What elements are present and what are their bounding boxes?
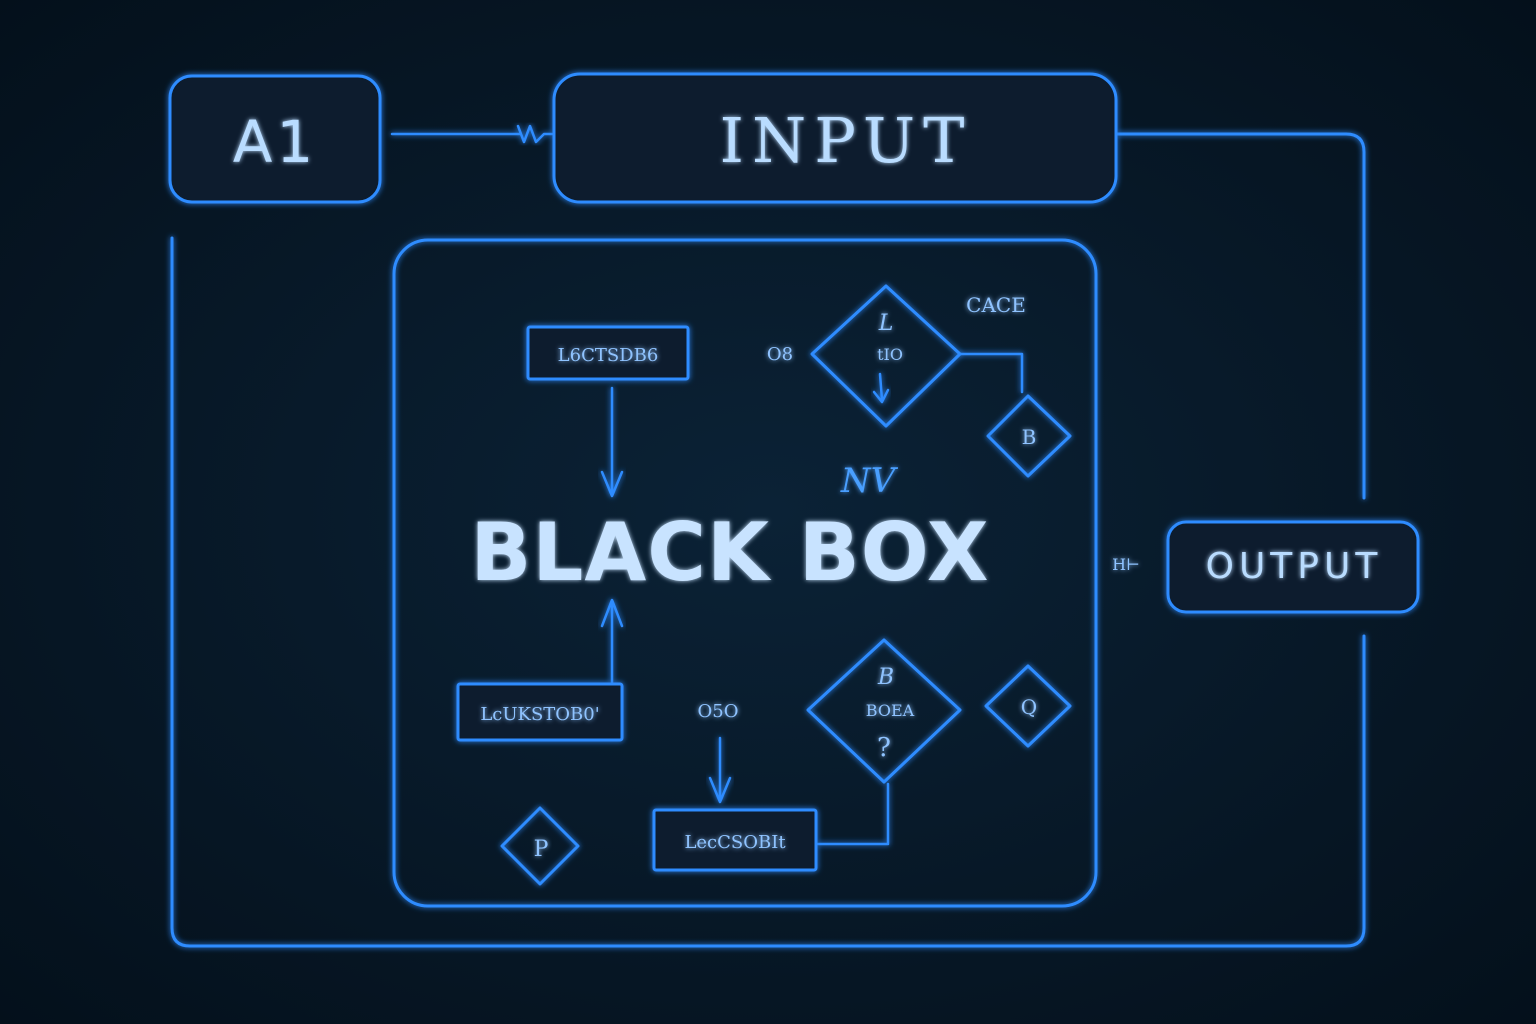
input-node: INPUT xyxy=(552,72,1118,204)
small-diamond-right-top-label: B xyxy=(1022,425,1037,449)
bottom-diamond-down-line xyxy=(816,782,890,846)
inner-bottom-box: LecCSOBIt xyxy=(652,808,818,872)
ai-node: A1 xyxy=(168,74,382,204)
small-diamond-left-bottom: P xyxy=(500,806,580,886)
outer-loop-line xyxy=(170,236,1366,948)
mid-connector-label: O5O xyxy=(698,701,739,722)
small-diamond-right-bottom-label: Q xyxy=(1021,695,1037,719)
small-diamond-right-top: B xyxy=(986,394,1072,478)
inner-bottom-box-label: LecCSOBIt xyxy=(684,832,786,853)
top-box-down-arrow xyxy=(600,386,624,498)
ai-input-connector xyxy=(390,124,554,144)
top-diamond-mid: tIO xyxy=(877,345,903,364)
inner-mid-box: LcUKSTOB0' xyxy=(456,682,624,742)
bottom-diamond: B BOEA ? xyxy=(806,638,962,784)
ai-label: A1 xyxy=(233,108,318,176)
nv-label: NV xyxy=(840,461,899,501)
output-connector-mark: H⊢ xyxy=(1112,555,1140,574)
top-connector-label: O8 xyxy=(767,344,793,365)
bottom-diamond-bottom: ? xyxy=(877,733,891,763)
bottom-box-down-arrow xyxy=(708,736,732,804)
output-node: OUTPUT xyxy=(1166,520,1420,614)
input-to-output-line xyxy=(1116,132,1366,500)
input-label: INPUT xyxy=(720,104,973,177)
output-label: OUTPUT xyxy=(1206,546,1383,587)
top-diamond-top: L xyxy=(878,311,894,336)
bottom-diamond-top: B xyxy=(877,665,894,690)
inner-top-box: L6CTSDB6 xyxy=(526,325,690,381)
small-diamond-right-bottom: Q xyxy=(984,664,1072,748)
inner-mid-box-label: LcUKSTOB0' xyxy=(480,704,599,725)
mid-box-up-arrow xyxy=(600,598,624,684)
black-box-title: BLACK BOX xyxy=(470,506,989,599)
black-box-container: BLACK BOX xyxy=(392,238,1098,908)
inner-top-box-label: L6CTSDB6 xyxy=(558,345,659,366)
top-diamond-right-line xyxy=(958,352,1024,394)
top-diamond-inner-arrow xyxy=(872,372,890,404)
bottom-diamond-mid: BOEA xyxy=(866,701,915,720)
cace-label: CACE xyxy=(966,293,1026,317)
top-diamond: L tIO xyxy=(810,284,962,428)
small-diamond-left-bottom-label: P xyxy=(534,837,549,862)
